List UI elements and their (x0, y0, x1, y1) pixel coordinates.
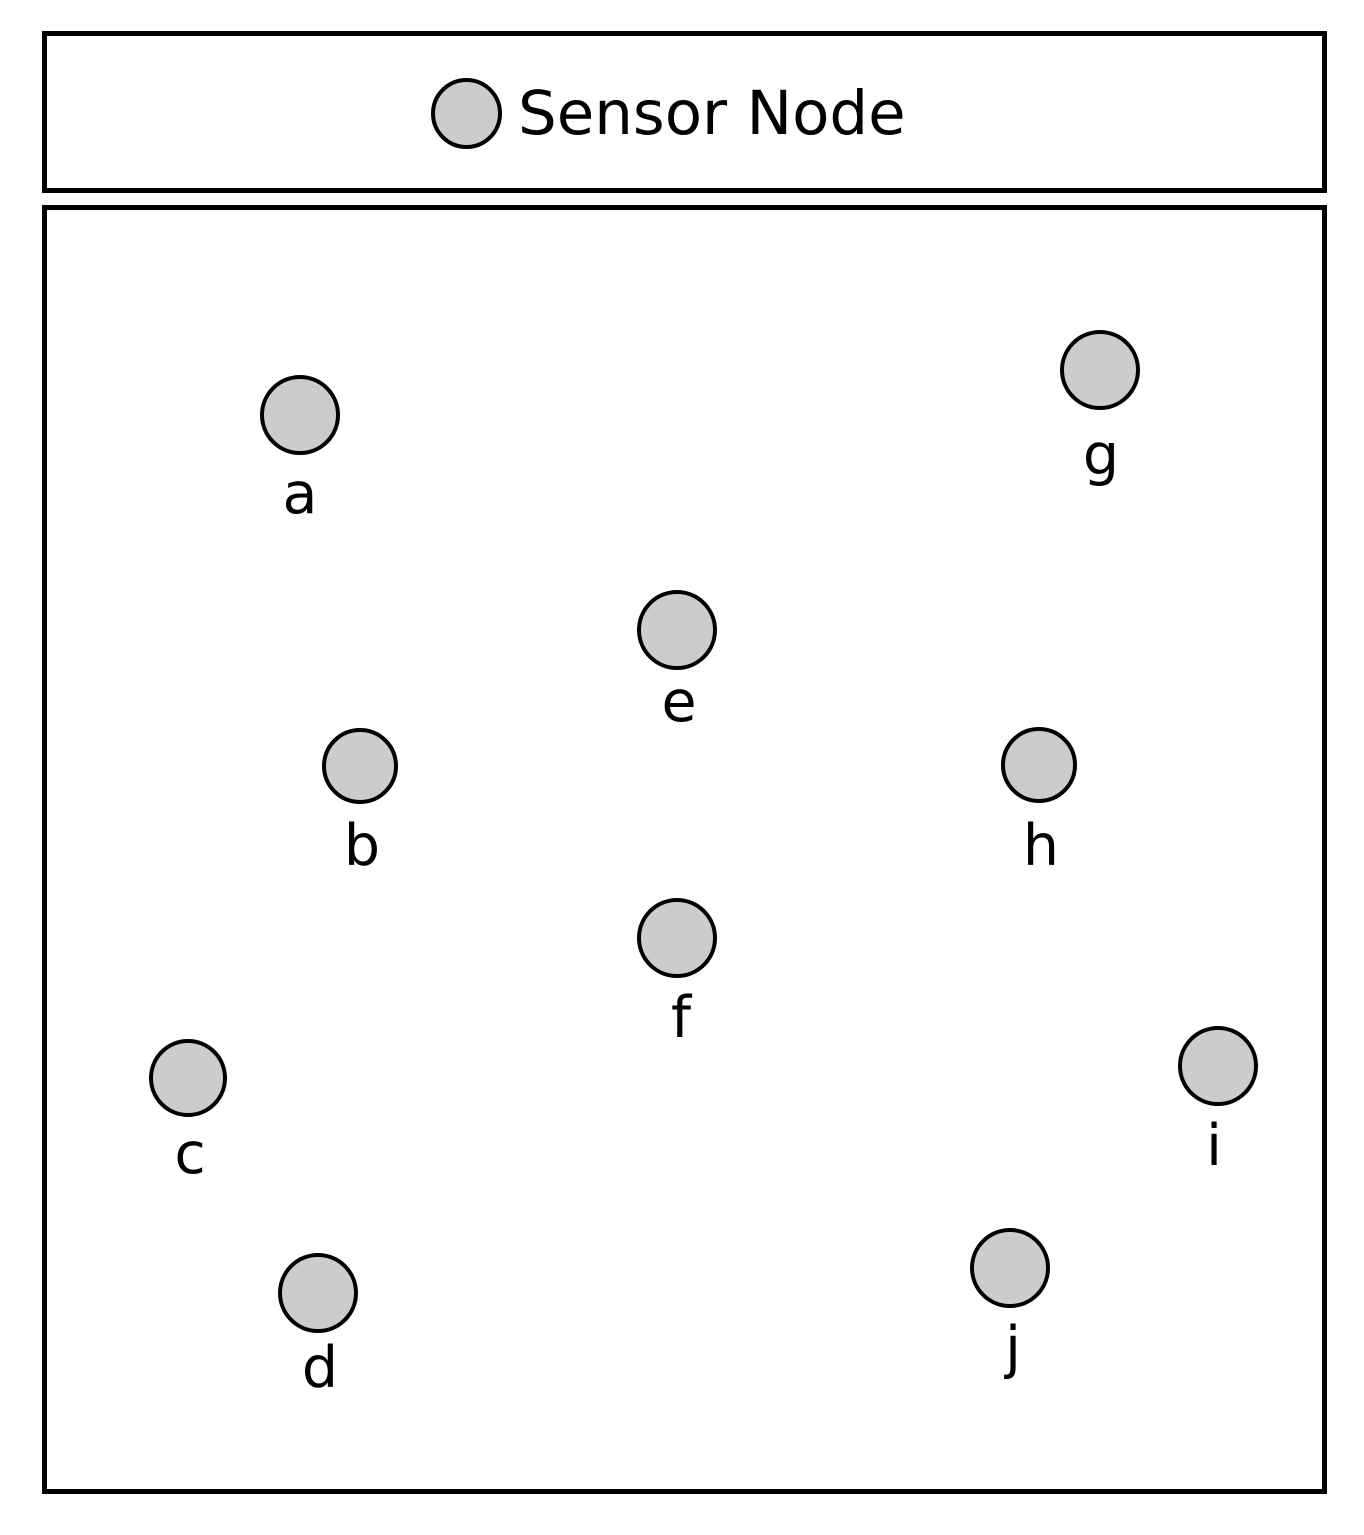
legend-label: Sensor Node (518, 78, 906, 149)
sensor-node-label-a: a (282, 461, 318, 527)
sensor-node-a[interactable] (260, 375, 340, 455)
legend-panel: Sensor Node (42, 31, 1327, 193)
sensor-node-label-b: b (343, 813, 381, 879)
sensor-node-b[interactable] (322, 728, 398, 804)
sensor-node-g[interactable] (1060, 330, 1140, 410)
sensor-node-label-h: h (1022, 813, 1060, 879)
sensor-node-label-c: c (174, 1121, 206, 1187)
sensor-node-h[interactable] (1001, 727, 1077, 803)
sensor-node-label-j: j (1005, 1315, 1021, 1381)
sensor-node-f[interactable] (637, 898, 717, 978)
sensor-node-label-e: e (661, 669, 697, 735)
sensor-node-label-g: g (1082, 422, 1120, 488)
circle-icon (431, 78, 502, 149)
sensor-node-d[interactable] (278, 1253, 358, 1333)
sensor-node-label-i: i (1206, 1113, 1222, 1179)
sensor-node-i[interactable] (1178, 1026, 1258, 1106)
sensor-node-label-d: d (301, 1335, 339, 1401)
sensor-node-c[interactable] (149, 1039, 227, 1117)
legend-entry-sensor-node: Sensor Node (431, 78, 906, 149)
node-field-panel (42, 205, 1327, 1494)
sensor-node-e[interactable] (637, 590, 717, 670)
sensor-node-j[interactable] (970, 1228, 1050, 1308)
sensor-node-label-f: f (670, 985, 692, 1051)
